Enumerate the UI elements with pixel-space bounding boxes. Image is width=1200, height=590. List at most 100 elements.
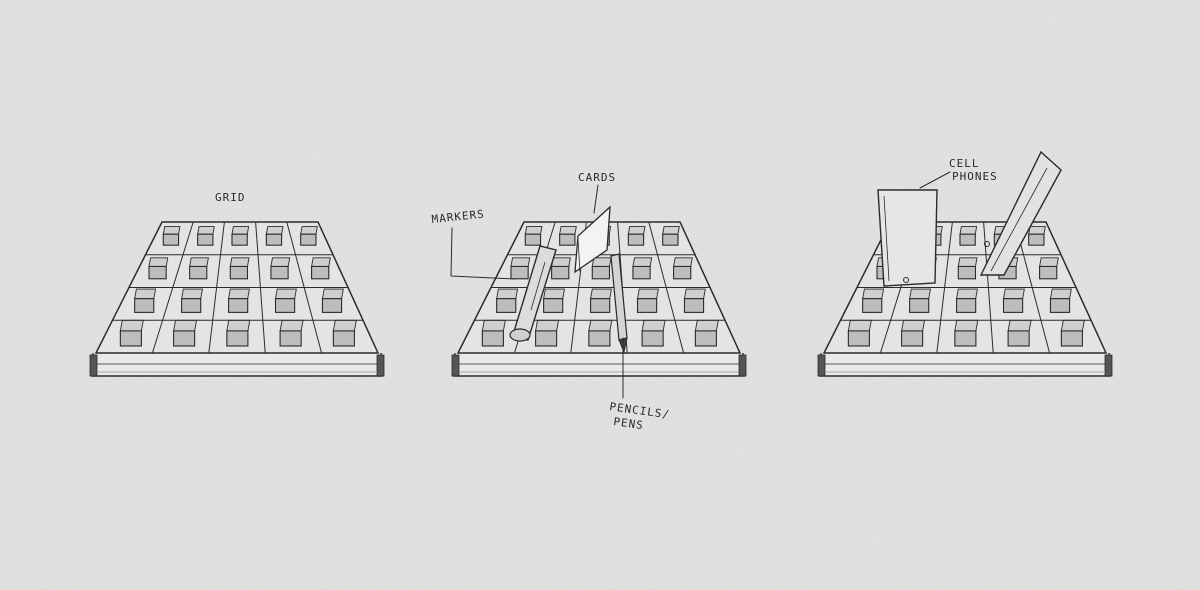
grid-block bbox=[333, 331, 354, 346]
grid-block-top bbox=[190, 258, 209, 267]
grid-block-top bbox=[633, 258, 652, 267]
grid-block bbox=[227, 331, 248, 346]
grid-block bbox=[182, 299, 201, 313]
grid-block bbox=[229, 299, 248, 313]
grid-block-top bbox=[1008, 320, 1031, 331]
grid-block-top bbox=[910, 289, 931, 299]
grid-block bbox=[957, 299, 976, 313]
grid-block-top bbox=[227, 320, 250, 331]
grid-block-top bbox=[863, 289, 884, 299]
grid-block-top bbox=[902, 320, 925, 331]
grid-block-top bbox=[638, 289, 659, 299]
grid-block-top bbox=[560, 227, 577, 235]
tray-corner bbox=[377, 355, 384, 376]
grid-block bbox=[955, 331, 976, 346]
grid-block bbox=[592, 266, 609, 278]
grid-block bbox=[628, 234, 643, 245]
tray-corner bbox=[1105, 355, 1112, 376]
grid-block bbox=[674, 266, 691, 278]
tray-base bbox=[454, 353, 744, 376]
grid-block-top bbox=[592, 258, 611, 267]
grid-block bbox=[863, 299, 882, 313]
grid-block bbox=[589, 331, 610, 346]
grid-block-top bbox=[848, 320, 871, 331]
grid-block-top bbox=[198, 227, 215, 235]
grid-block bbox=[638, 299, 657, 313]
grid-block bbox=[135, 299, 154, 313]
grid-block-top bbox=[230, 258, 249, 267]
grid-block-top bbox=[684, 289, 705, 299]
grid-block bbox=[198, 234, 213, 245]
grid-block bbox=[560, 234, 575, 245]
grid-block bbox=[149, 266, 166, 278]
grid-block bbox=[663, 234, 678, 245]
grid-block-top bbox=[536, 320, 559, 331]
grid-block bbox=[591, 299, 610, 313]
grid-block-top bbox=[1004, 289, 1025, 299]
grid-block bbox=[536, 331, 557, 346]
grid-block-top bbox=[497, 289, 518, 299]
label-phones: PHONES bbox=[952, 170, 998, 183]
grid-block bbox=[280, 331, 301, 346]
grid-block-top bbox=[301, 227, 318, 235]
grid-block bbox=[902, 331, 923, 346]
grid-block-top bbox=[955, 320, 978, 331]
label-grid: GRID bbox=[215, 191, 246, 204]
grid-block-top bbox=[511, 258, 530, 267]
tray-corner bbox=[739, 355, 746, 376]
grid-block-top bbox=[695, 320, 718, 331]
grid-block bbox=[695, 331, 716, 346]
grid-block bbox=[910, 299, 929, 313]
grid-block bbox=[266, 234, 281, 245]
grid-block-top bbox=[958, 258, 977, 267]
grid-block-top bbox=[1029, 227, 1046, 235]
tray-corner bbox=[818, 355, 825, 376]
grid-block bbox=[960, 234, 975, 245]
grid-block bbox=[174, 331, 195, 346]
grid-block bbox=[1050, 299, 1069, 313]
grid-block bbox=[525, 234, 540, 245]
grid-block-top bbox=[276, 289, 297, 299]
grid-block bbox=[190, 266, 207, 278]
grid-block-top bbox=[333, 320, 356, 331]
grid-block bbox=[271, 266, 288, 278]
grid-block-top bbox=[591, 289, 612, 299]
grid-block bbox=[301, 234, 316, 245]
grid-block bbox=[684, 299, 703, 313]
tray-corner bbox=[90, 355, 97, 376]
grid-block-top bbox=[674, 258, 693, 267]
tray-base bbox=[820, 353, 1110, 376]
label-cards: CARDS bbox=[578, 171, 616, 184]
grid-block-top bbox=[642, 320, 665, 331]
grid-block-top bbox=[1050, 289, 1071, 299]
grid-block-top bbox=[271, 258, 290, 267]
grid-block-top bbox=[163, 227, 180, 235]
grid-block-top bbox=[135, 289, 156, 299]
grid-block-top bbox=[544, 289, 565, 299]
grid-block-top bbox=[322, 289, 343, 299]
tray-corner bbox=[452, 355, 459, 376]
grid-block bbox=[1004, 299, 1023, 313]
grid-block-top bbox=[663, 227, 680, 235]
grid-block bbox=[642, 331, 663, 346]
grid-block-top bbox=[552, 258, 571, 267]
grid-block-top bbox=[266, 227, 283, 235]
grid-block-top bbox=[1040, 258, 1059, 267]
grid-block bbox=[848, 331, 869, 346]
grid-block-top bbox=[280, 320, 303, 331]
tray-base bbox=[92, 353, 382, 376]
grid-block bbox=[482, 331, 503, 346]
grid-block bbox=[120, 331, 141, 346]
grid-block bbox=[544, 299, 563, 313]
grid-block-top bbox=[229, 289, 250, 299]
grid-block-top bbox=[525, 227, 542, 235]
grid-block bbox=[1029, 234, 1044, 245]
grid-block-top bbox=[1061, 320, 1084, 331]
grid-block-top bbox=[174, 320, 197, 331]
grid-block-top bbox=[312, 258, 331, 267]
grid-block bbox=[232, 234, 247, 245]
grid-block bbox=[633, 266, 650, 278]
grid-block bbox=[511, 266, 528, 278]
grid-block bbox=[312, 266, 329, 278]
